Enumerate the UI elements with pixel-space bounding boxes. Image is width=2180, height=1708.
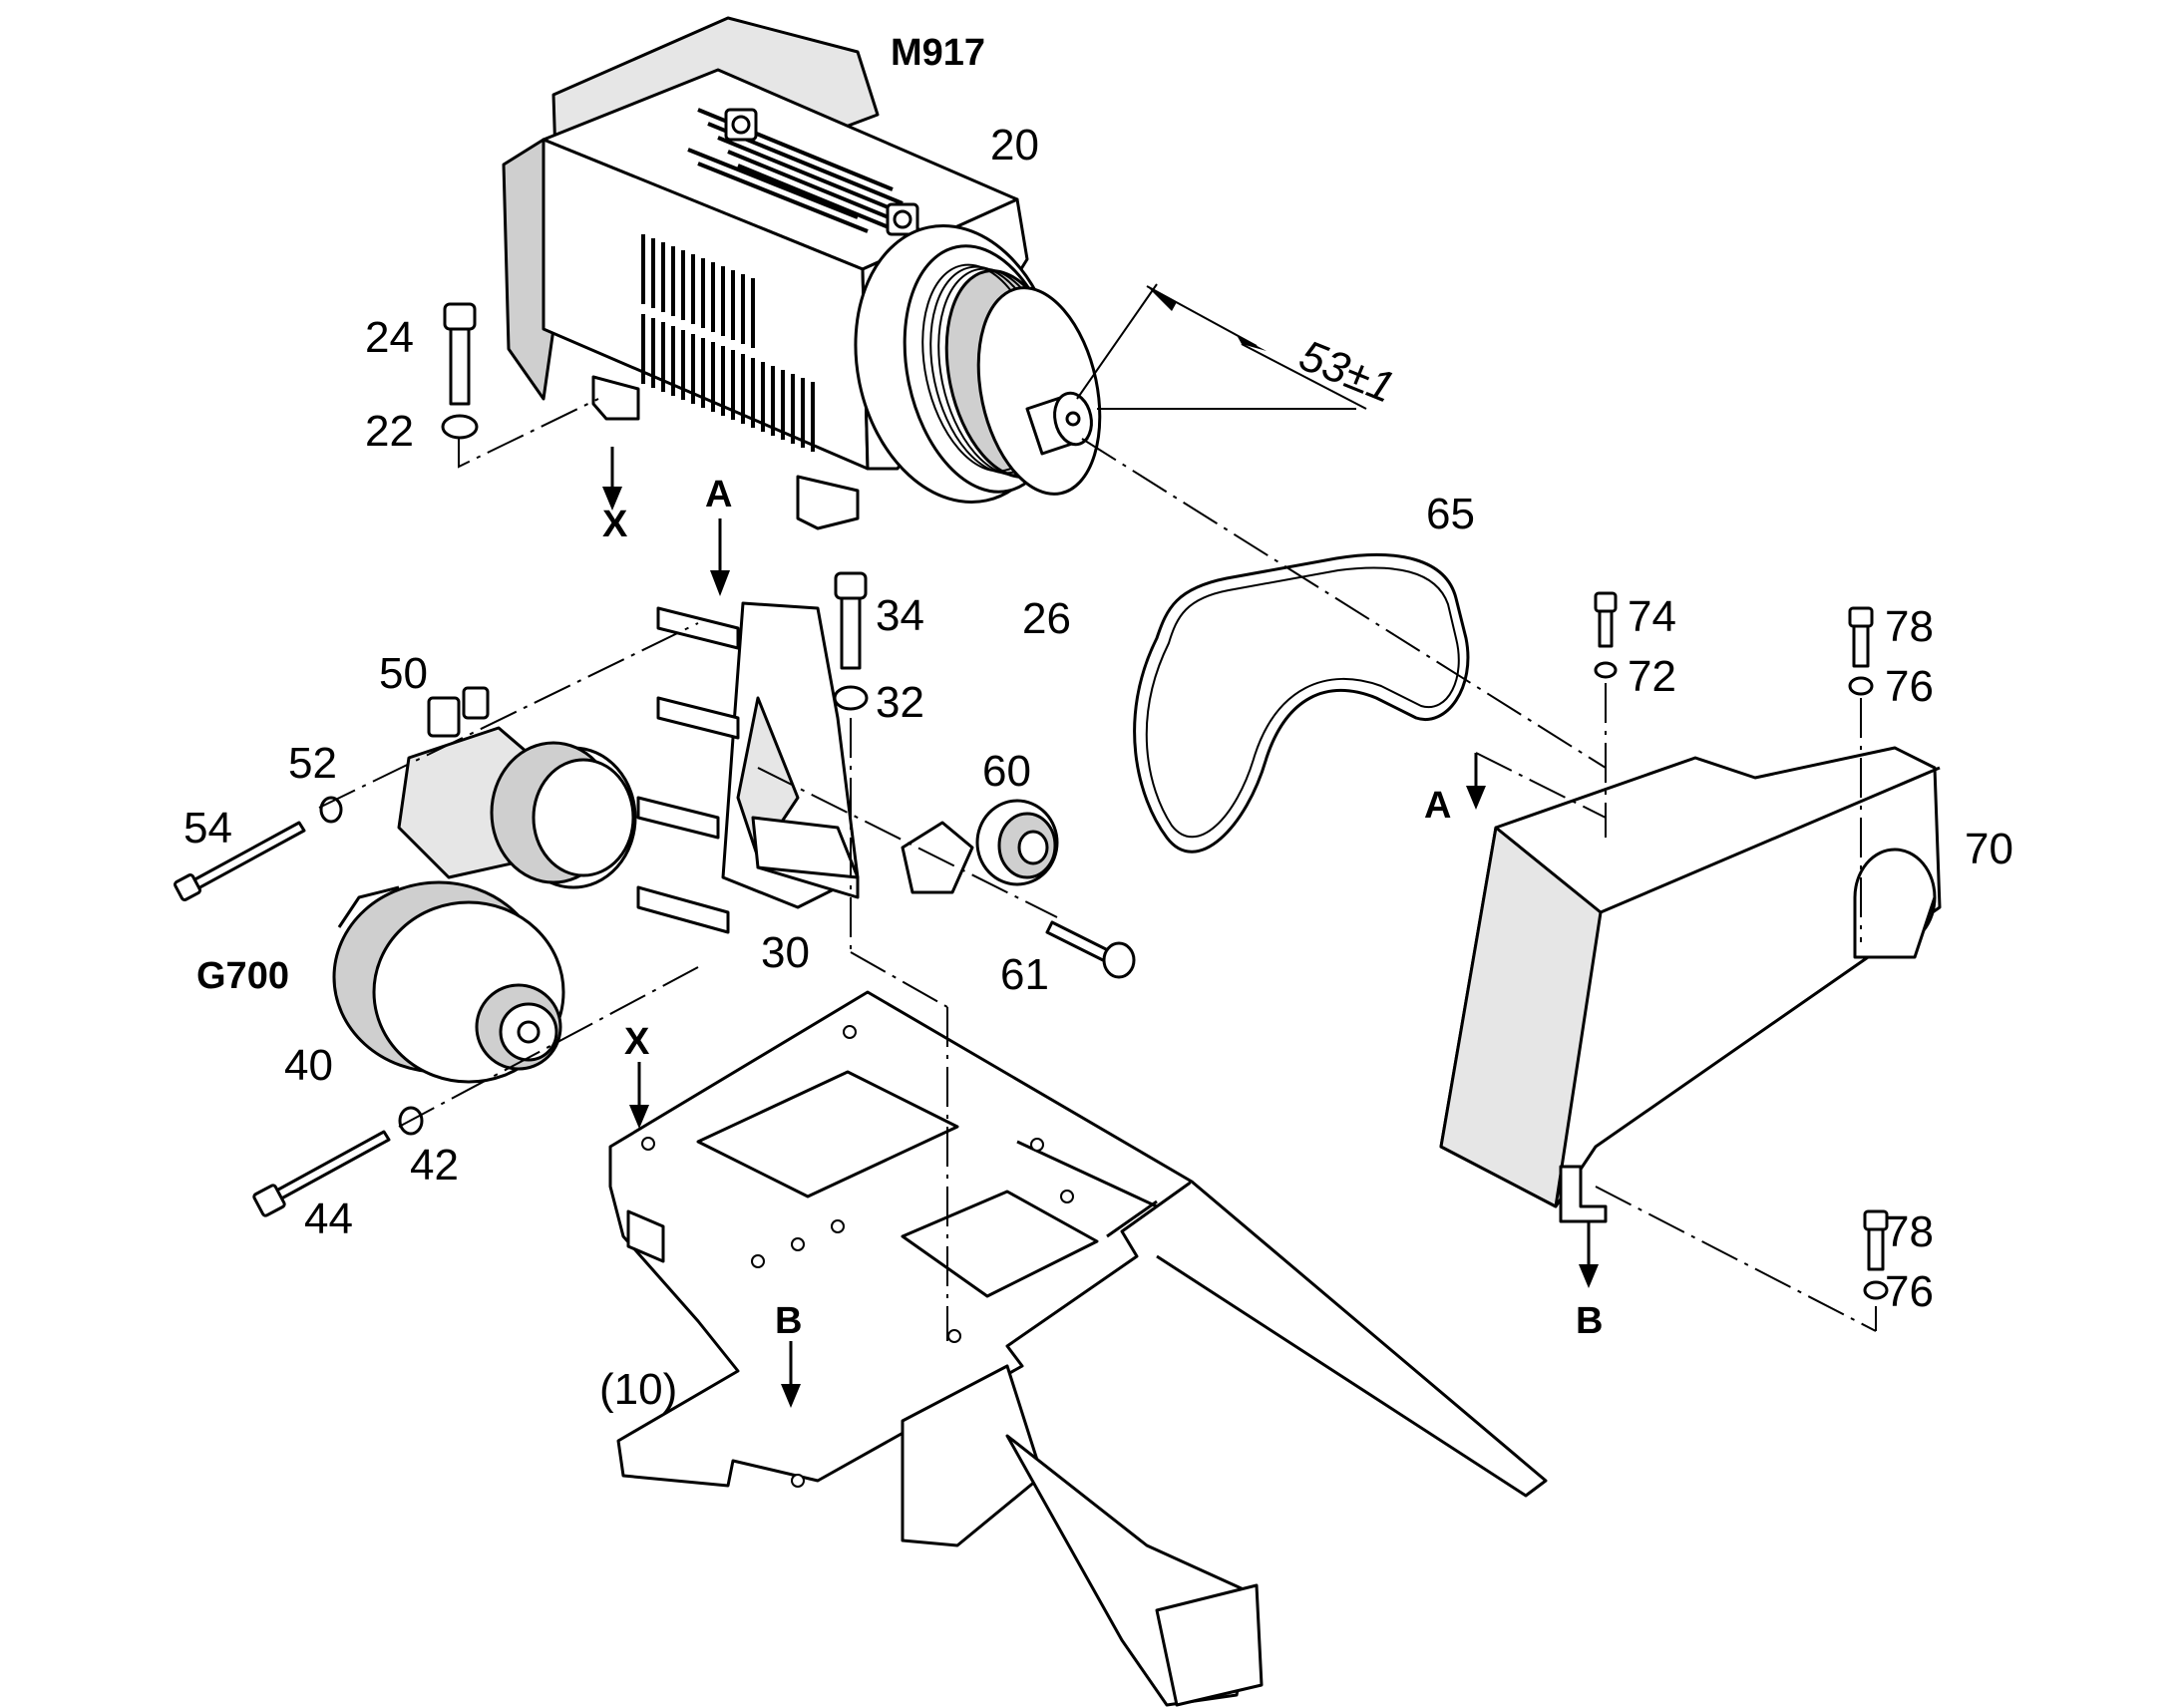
label-78-bottom: 78 bbox=[1885, 1207, 1934, 1256]
compressor-icon bbox=[397, 686, 637, 889]
mounting-bracket-icon bbox=[636, 601, 860, 934]
label-44: 44 bbox=[304, 1195, 353, 1243]
label-60: 60 bbox=[982, 747, 1031, 796]
label-26: 26 bbox=[1022, 594, 1071, 643]
label-61: 61 bbox=[1000, 950, 1049, 999]
view-arrows bbox=[602, 447, 1599, 1408]
label-a-right: A bbox=[1424, 785, 1451, 827]
label-54: 54 bbox=[183, 804, 232, 853]
label-20: 20 bbox=[990, 121, 1039, 170]
label-g700: G700 bbox=[196, 955, 289, 997]
label-78-top: 78 bbox=[1885, 602, 1934, 651]
label-30: 30 bbox=[761, 928, 810, 977]
part-labels: M917 20 24 22 X A 65 26 34 32 74 72 78 7… bbox=[183, 32, 2013, 1414]
label-b-right: B bbox=[1576, 1300, 1603, 1342]
label-32: 32 bbox=[876, 678, 924, 727]
label-b-mid: B bbox=[775, 1300, 802, 1342]
label-50: 50 bbox=[379, 649, 428, 698]
alternator-icon bbox=[332, 880, 565, 1084]
fasteners bbox=[174, 302, 1889, 1300]
label-76-bottom: 76 bbox=[1885, 1267, 1934, 1316]
electric-motor-icon bbox=[502, 16, 1102, 530]
label-76-top: 76 bbox=[1885, 662, 1934, 711]
label-74: 74 bbox=[1628, 592, 1676, 641]
label-a-top: A bbox=[705, 474, 732, 515]
dimension-annotation: 53±1 bbox=[1076, 283, 1401, 413]
poly-v-belt-icon bbox=[1133, 552, 1470, 854]
label-22: 22 bbox=[365, 407, 414, 456]
base-frame-icon bbox=[608, 990, 1548, 1707]
label-x-mid: X bbox=[624, 1021, 650, 1063]
dimension-label: 53±1 bbox=[1292, 331, 1401, 413]
label-70: 70 bbox=[1965, 825, 2013, 873]
label-40: 40 bbox=[284, 1041, 333, 1090]
label-72: 72 bbox=[1628, 652, 1676, 701]
label-24: 24 bbox=[365, 313, 414, 362]
label-52: 52 bbox=[288, 739, 337, 788]
belt-guard-icon bbox=[1439, 746, 1942, 1223]
label-x-top: X bbox=[602, 504, 628, 545]
label-m917: M917 bbox=[891, 32, 985, 74]
label-42: 42 bbox=[410, 1141, 459, 1190]
label-34: 34 bbox=[876, 591, 924, 640]
label-65: 65 bbox=[1426, 490, 1475, 538]
label-10: (10) bbox=[599, 1365, 677, 1414]
center-lines bbox=[318, 398, 1877, 1341]
